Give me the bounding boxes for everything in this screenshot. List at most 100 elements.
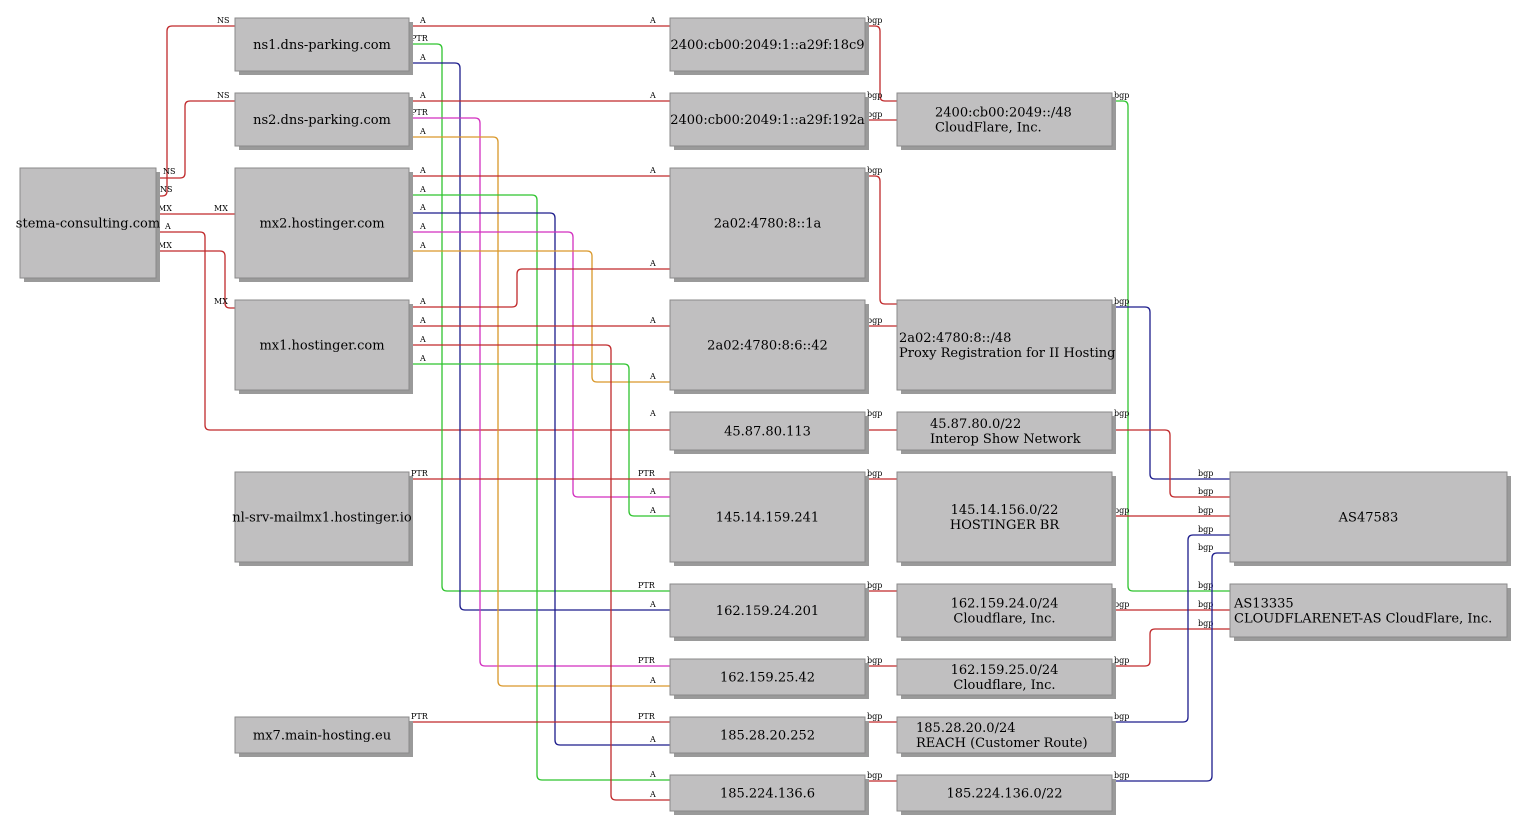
node-box — [234, 167, 410, 279]
edge-label: bgp — [867, 110, 882, 119]
edge-label: A — [419, 203, 426, 212]
node-label: 2a02:4780:8::1a — [714, 217, 822, 232]
node-box — [669, 299, 866, 391]
edge-label: bgp — [867, 316, 882, 325]
edge-label: A — [649, 676, 656, 685]
node-box — [896, 774, 1113, 812]
edge-label: A — [649, 166, 656, 175]
node-label: 2400:cb00:2049:1::a29f:18c9 — [670, 38, 864, 53]
node-label: CLOUDFLARENET-AS CloudFlare, Inc. — [1234, 612, 1492, 627]
edge-label: A — [649, 372, 656, 381]
edge-label: A — [649, 506, 656, 515]
edge-label: bgp — [1198, 506, 1213, 515]
node-label: 185.28.20.0/24 — [916, 721, 1016, 736]
node-ip4a: 45.87.80.113 — [669, 411, 869, 454]
node-box — [669, 716, 866, 754]
edge-label: bgp — [1198, 469, 1213, 478]
node-ip6b: 2400:cb00:2049:1::a29f:192a — [669, 92, 869, 150]
node-box — [896, 299, 1113, 391]
edge-label: bgp — [1114, 771, 1129, 780]
node-box — [669, 17, 866, 72]
edge-label: bgp — [867, 91, 882, 100]
edge-label: bgp — [867, 166, 882, 175]
edge-label: A — [419, 166, 426, 175]
edge-label: NS — [160, 185, 172, 194]
edge-label: bgp — [867, 581, 882, 590]
edge-line — [409, 194, 670, 781]
edge-label: A — [649, 790, 656, 799]
node-label: stema-consulting.com — [16, 217, 160, 232]
edge-label: A — [419, 16, 426, 25]
node-box — [234, 299, 410, 391]
edge-label: bgp — [1114, 297, 1129, 306]
edge-label: A — [419, 127, 426, 136]
edge-label: MX — [214, 297, 228, 306]
node-nlsrv: nl-srv-mailmx1.hostinger.io — [232, 471, 413, 566]
node-box — [896, 411, 1113, 451]
node-ns1: ns1.dns-parking.com — [234, 17, 413, 75]
node-label: 145.14.159.241 — [716, 511, 819, 526]
node-label: 185.224.136.6 — [720, 787, 815, 802]
node-box — [669, 658, 866, 696]
node-mx2: mx2.hostinger.com — [234, 167, 413, 282]
node-label: HOSTINGER BR — [950, 518, 1060, 533]
nodes-layer: stema-consulting.com ns1.dns-parking.com n… — [16, 17, 1511, 815]
edge-line — [409, 117, 670, 667]
edge-label: A — [419, 335, 426, 344]
node-ip4e: 185.28.20.252 — [669, 716, 869, 757]
node-label: 185.224.136.0/22 — [946, 787, 1062, 802]
edge-label: bgp — [1114, 600, 1129, 609]
node-label: Interop Show Network — [930, 432, 1081, 447]
edge-label: A — [164, 222, 171, 231]
node-box — [896, 92, 1113, 147]
edge-line — [1112, 306, 1230, 480]
node-box — [1229, 471, 1508, 563]
node-label: CloudFlare, Inc. — [935, 121, 1042, 136]
node-ip4d: 162.159.25.42 — [669, 658, 869, 699]
edge-line — [865, 25, 897, 102]
node-box — [896, 583, 1113, 638]
edge-label: bgp — [1114, 409, 1129, 418]
edge-label: A — [649, 409, 656, 418]
edge-label: PTR — [638, 656, 656, 665]
edge-label: A — [649, 316, 656, 325]
node-label: ns1.dns-parking.com — [253, 38, 391, 53]
edge-label: bgp — [867, 409, 882, 418]
edge-label: A — [419, 222, 426, 231]
node-label: mx2.hostinger.com — [259, 217, 384, 232]
edge-label: PTR — [638, 712, 656, 721]
node-pfx8: 185.224.136.0/22 — [896, 774, 1116, 815]
node-label: 2a02:4780:8::/48 — [899, 331, 1011, 346]
node-stema: stema-consulting.com — [16, 167, 160, 282]
node-label: AS13335 — [1233, 597, 1294, 612]
node-as1: AS47583 — [1229, 471, 1511, 566]
edge-label: bgp — [1198, 581, 1213, 590]
node-label: 45.87.80.113 — [724, 425, 811, 440]
node-label: 2a02:4780:8:6::42 — [707, 339, 828, 354]
edge-label: bgp — [1114, 506, 1129, 515]
edge-label: bgp — [1198, 543, 1213, 552]
edge-label: A — [419, 354, 426, 363]
node-ip4f: 185.224.136.6 — [669, 774, 869, 815]
edge-line — [156, 25, 235, 197]
node-label: 45.87.80.0/22 — [930, 417, 1021, 432]
edge-line — [409, 43, 670, 592]
node-box — [896, 658, 1113, 696]
node-box — [896, 716, 1113, 754]
node-ip4c: 162.159.24.201 — [669, 583, 869, 641]
edge-label: A — [419, 297, 426, 306]
edge-line — [409, 136, 670, 687]
edge-label: bgp — [1114, 91, 1129, 100]
node-box — [19, 167, 157, 279]
node-label: 162.159.24.201 — [716, 604, 819, 619]
node-label: ns2.dns-parking.com — [253, 113, 391, 128]
edge-line — [1112, 628, 1230, 667]
edge-label: A — [419, 316, 426, 325]
node-label: 162.159.25.0/24 — [951, 663, 1059, 678]
node-mx1: mx1.hostinger.com — [234, 299, 413, 394]
edge-label: A — [419, 241, 426, 250]
